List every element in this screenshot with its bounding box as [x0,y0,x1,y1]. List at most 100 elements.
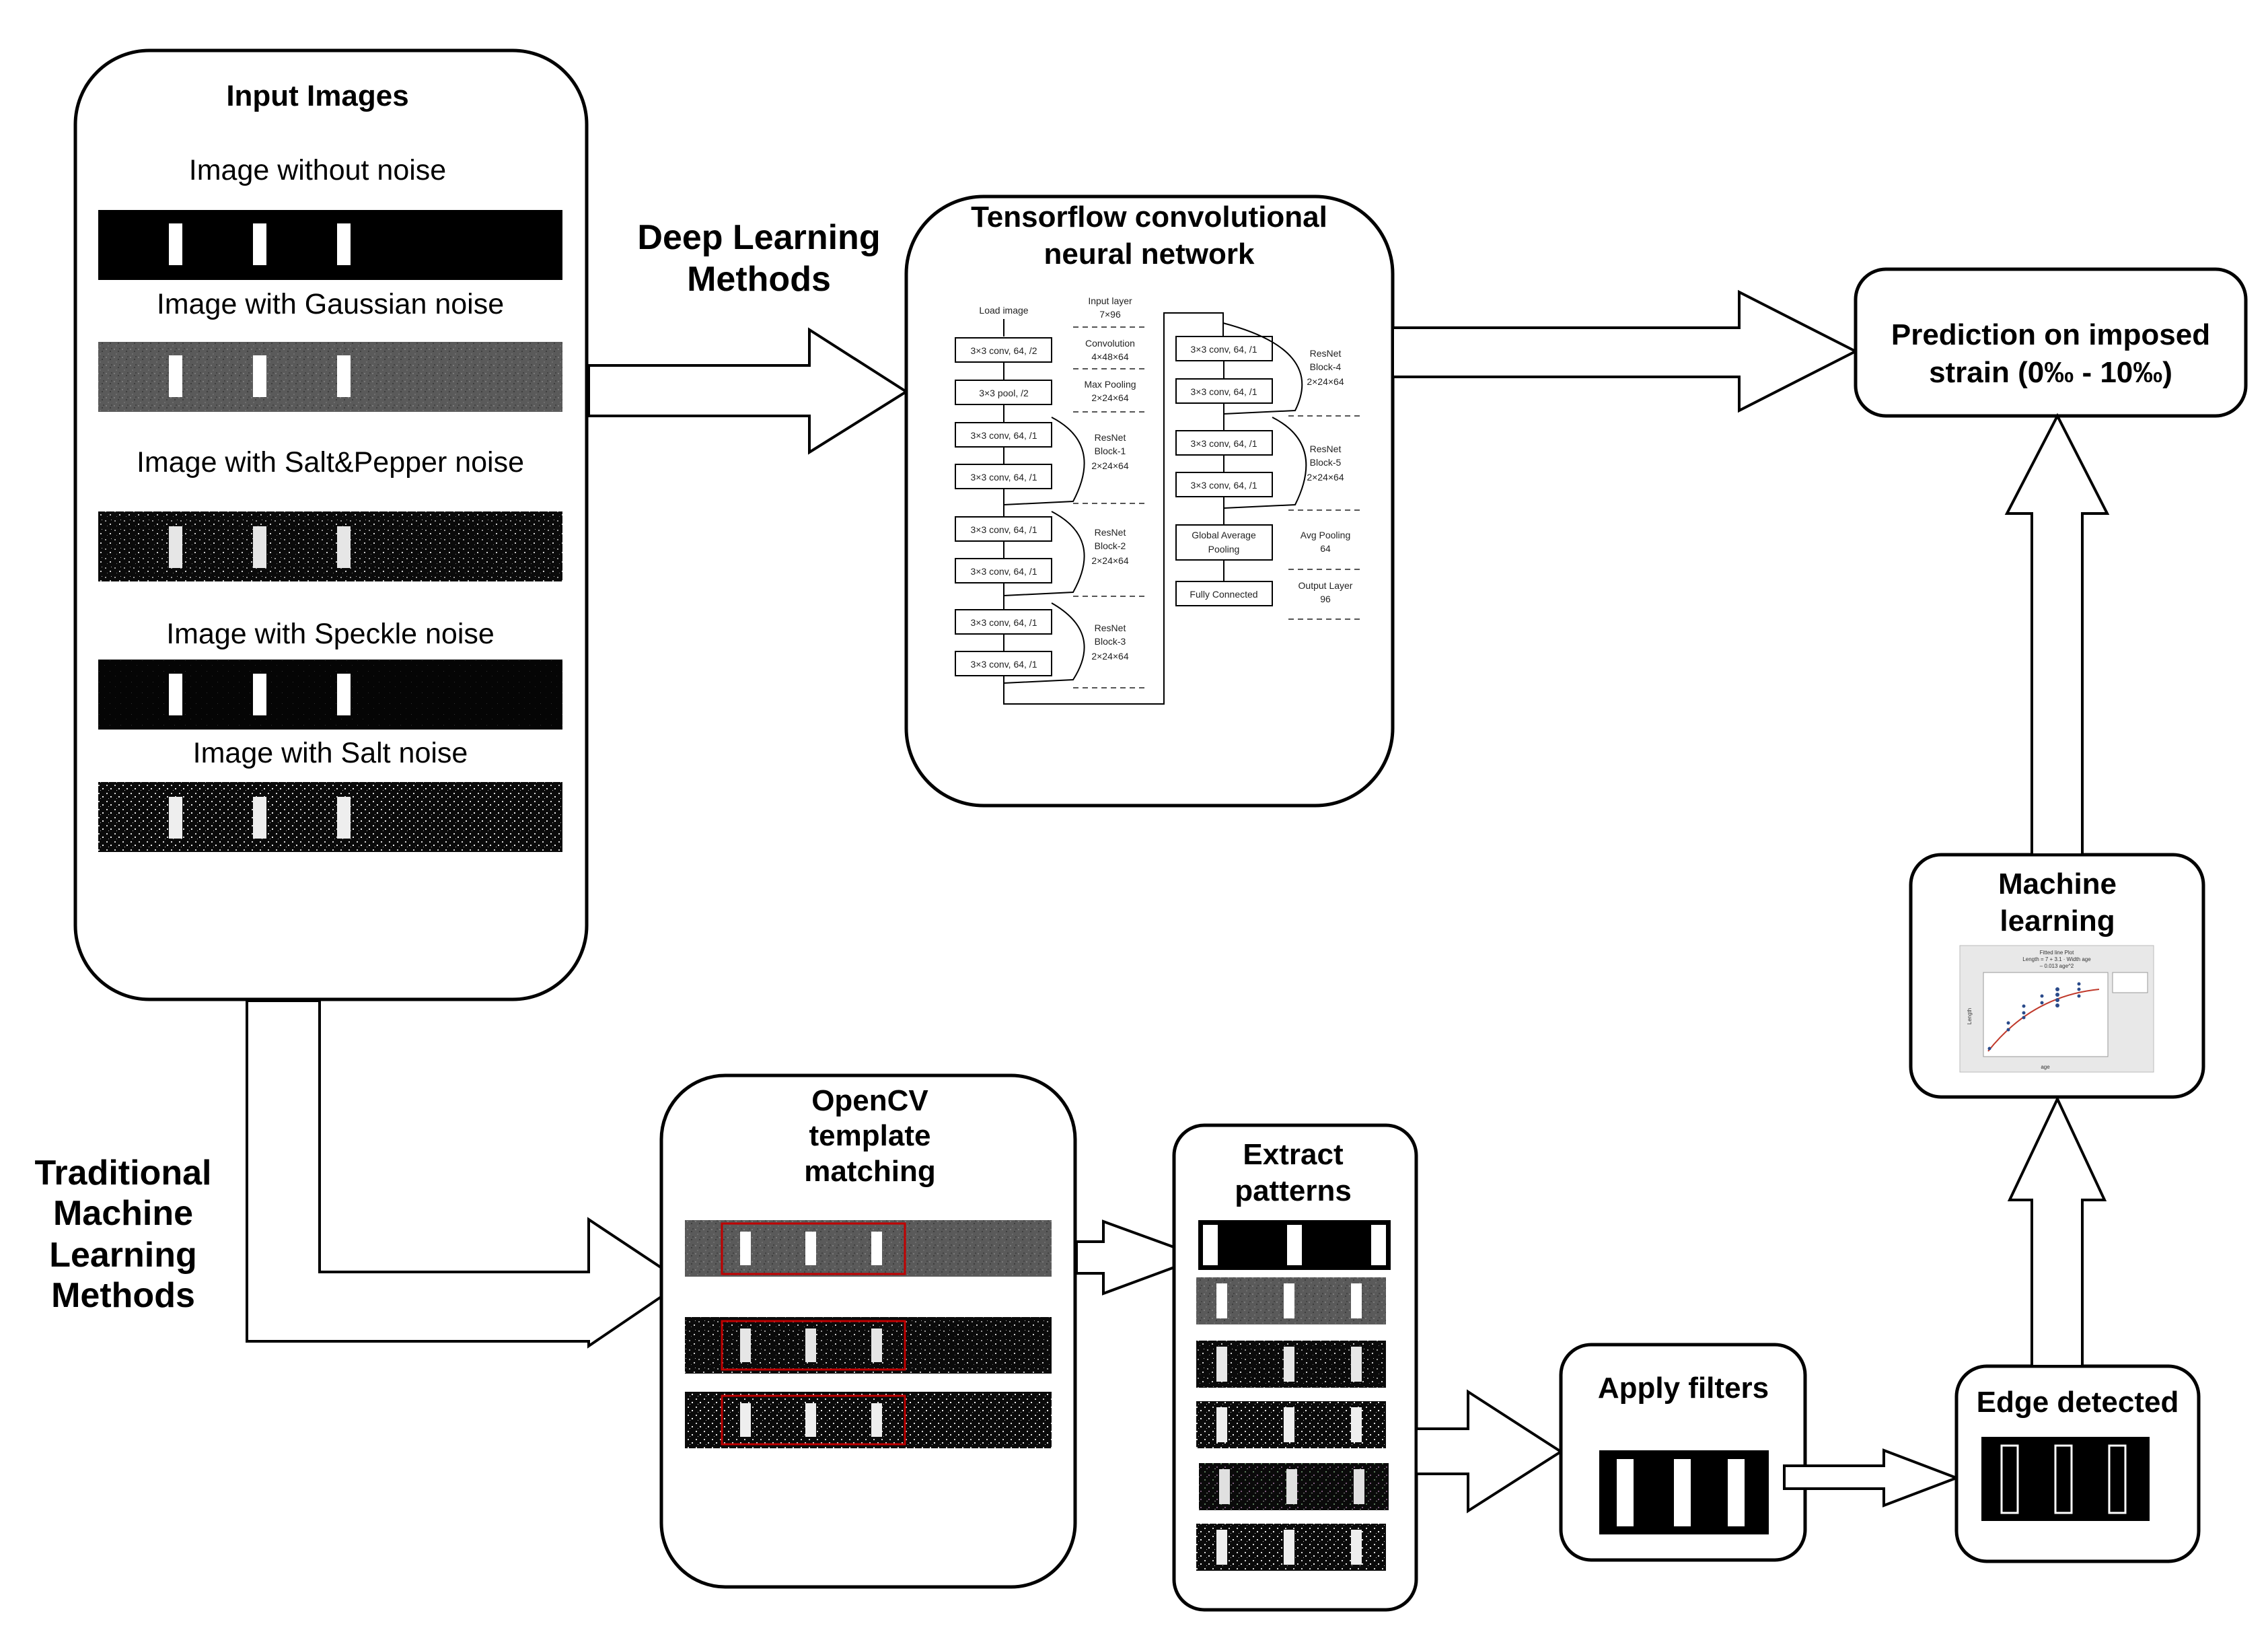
right-layer-5: Pooling [1208,544,1240,555]
left-layer-4: 3×3 conv, 64, /1 [971,524,1037,535]
ml-panel: Machine learning Fitted line Plot Length… [1909,853,2205,1099]
note-input-layer: Input layer [1088,295,1132,306]
strip-salt-pepper [98,511,562,581]
input-images-panel: Input Images Image without noise Image w… [73,48,589,1001]
note-block3-size: 2×24×64 [1091,651,1128,662]
edge-pattern [1981,1437,2150,1521]
prediction-line1: Prediction on imposed [1891,318,2210,351]
opencv-panel: OpenCV template matching [659,1073,1077,1589]
left-layer-0: 3×3 conv, 64, /2 [971,345,1037,356]
arrow-ml-to-prediction [2004,413,2110,856]
note-input-size: 7×96 [1099,309,1121,320]
arrow-cnn-to-prediction [1391,289,1859,413]
cnn-title-line1: Tensorflow convolutional [971,201,1327,234]
traditional-label-line2: Machine [53,1194,193,1233]
template-match-salt [685,1392,1052,1448]
extracted-pattern-gaussian [1196,1277,1386,1324]
strip-speckle [98,660,562,730]
note-avg-pooling: Avg Pooling [1301,530,1350,540]
ml-line2: learning [2000,905,2115,937]
note-convolution: Convolution [1085,338,1135,349]
note-resnet3: ResNet [1095,623,1126,633]
extract-line2: patterns [1235,1174,1352,1207]
note-resnet4: ResNet [1310,348,1342,359]
arrow-input-to-opencv [246,999,686,1349]
note-resnet2: ResNet [1095,527,1126,538]
left-layer-3: 3×3 conv, 64, /1 [971,472,1037,483]
opencv-line3: matching [804,1155,936,1188]
prediction-line2: strain (0‰ - 10‰) [1929,356,2172,389]
extracted-pattern-salt [1196,1401,1386,1448]
note-avg-pooling-size: 64 [1320,543,1331,554]
note-block5-size: 2×24×64 [1307,472,1344,483]
plot-title: Fitted line Plot [2040,950,2074,956]
cnn-box [904,194,1395,808]
filters-title: Apply filters [1598,1372,1769,1405]
note-resnet1: ResNet [1095,432,1126,443]
note-max-pooling-size: 2×24×64 [1091,392,1128,403]
label-gaussian: Image with Gaussian noise [157,288,504,320]
label-salt-pepper: Image with Salt&Pepper noise [137,446,524,479]
plot-xlabel: age [2041,1064,2050,1070]
right-layer-0: 3×3 conv, 64, /1 [1191,344,1257,355]
note-block4-size: 2×24×64 [1307,376,1344,387]
left-layer-2: 3×3 conv, 64, /1 [971,430,1037,441]
right-layer-4: Global Average [1192,530,1256,540]
label-no-noise: Image without noise [189,154,446,186]
input-images-title: Input Images [226,79,408,112]
arrow-edge-to-ml [2007,1096,2107,1368]
note-block1: Block-1 [1095,446,1126,456]
note-convolution-size: 4×48×64 [1091,351,1128,362]
plot-subtitle2: – 0.013 age^2 [2040,963,2074,969]
right-layer-1: 3×3 conv, 64, /1 [1191,386,1257,397]
resnet-architecture: Load image 3×3 conv, 64, /2 3×3 pool, /2… [955,295,1362,705]
note-block4: Block-4 [1310,361,1342,372]
right-layer-3: 3×3 conv, 64, /1 [1191,480,1257,491]
ml-line1: Machine [1998,867,2117,900]
left-layer-6: 3×3 conv, 64, /1 [971,617,1037,628]
deep-learning-label-line1: Deep Learning [637,218,880,257]
arrow-extract-to-filters [1415,1389,1564,1514]
traditional-label-line1: Traditional [35,1154,212,1193]
opencv-line2: template [809,1119,931,1152]
left-layer-7: 3×3 conv, 64, /1 [971,659,1037,670]
extracted-pattern-color-noise [1199,1463,1389,1510]
load-image-label: Load image [979,305,1028,316]
filtered-pattern [1599,1450,1769,1534]
strip-no-noise [98,210,562,280]
strip-gaussian [98,342,562,412]
extract-panel: Extract patterns [1172,1123,1418,1612]
plot-ylabel: Length [1967,1008,1973,1024]
note-block2-size: 2×24×64 [1091,555,1128,566]
extract-line1: Extract [1243,1138,1344,1171]
traditional-label-line3: Learning [49,1236,197,1275]
label-speckle: Image with Speckle noise [166,618,495,650]
left-layer-5: 3×3 conv, 64, /1 [971,566,1037,577]
label-salt: Image with Salt noise [193,737,468,769]
template-match-salt-pepper [685,1317,1052,1374]
strip-salt [98,782,562,852]
note-max-pooling: Max Pooling [1084,379,1136,390]
edge-title: Edge detected [1977,1386,2179,1419]
note-block3: Block-3 [1095,636,1126,647]
extracted-pattern-salt-pepper [1196,1341,1386,1388]
plot-subtitle: Length = 7 + 3.1 · Width age [2022,956,2091,962]
fitted-line-plot: Fitted line Plot Length = 7 + 3.1 · Widt… [1959,945,2154,1073]
note-block5: Block-5 [1310,457,1342,468]
cnn-panel: Tensorflow convolutional neural network … [904,194,1395,808]
note-output-size: 96 [1320,594,1331,604]
right-layer-6: Fully Connected [1190,589,1257,600]
edge-panel: Edge detected [1954,1364,2201,1563]
note-block1-size: 2×24×64 [1091,460,1128,471]
traditional-label-line4: Methods [51,1276,195,1315]
right-layer-2: 3×3 conv, 64, /1 [1191,438,1257,449]
prediction-box [1854,267,2248,418]
template-match-gaussian [685,1220,1052,1277]
arrow-filters-to-edge [1783,1448,1961,1508]
extracted-pattern-clean [1198,1220,1391,1270]
extracted-pattern-speckle [1196,1524,1386,1571]
filters-panel: Apply filters [1559,1343,1807,1562]
prediction-panel: Prediction on imposed strain (0‰ - 10‰) [1854,267,2248,418]
arrow-input-to-cnn [587,327,909,455]
